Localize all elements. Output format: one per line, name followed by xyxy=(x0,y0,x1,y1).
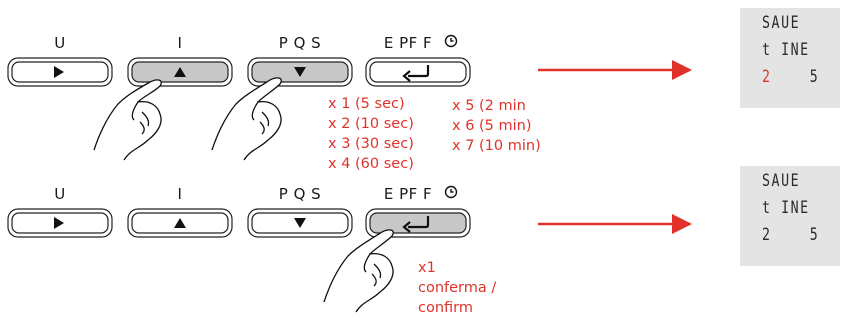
hand-icon xyxy=(211,77,282,161)
display-line-2: t INE xyxy=(762,198,810,218)
repeat-note-right: x 5 (2 min x 6 (5 min) x 7 (10 min) xyxy=(452,98,541,154)
display-line-3: 2 5 xyxy=(762,225,819,245)
play-icon xyxy=(54,66,64,78)
display-line-2: t INE xyxy=(762,40,810,60)
key-label-u: U xyxy=(54,185,66,203)
row1-key-up[interactable] xyxy=(127,57,233,87)
up-arrow-icon xyxy=(174,67,186,77)
hand-icon xyxy=(323,229,394,313)
display-line-1: SAUE xyxy=(762,13,801,33)
row2-key-u[interactable] xyxy=(7,208,113,238)
return-icon xyxy=(402,216,430,233)
display-value-right: 5 xyxy=(809,225,820,245)
row1-key-u[interactable] xyxy=(7,57,113,87)
row2-key-up[interactable] xyxy=(127,208,233,238)
display-value-right: 5 xyxy=(809,67,820,87)
hand-icon xyxy=(93,79,162,161)
lcd-display: SAUE t INE 2 5 xyxy=(740,8,840,108)
clock-icon xyxy=(444,34,458,48)
display-value-left: 2 xyxy=(762,225,772,245)
display-line-3: 2 5 xyxy=(762,67,819,87)
key-label-i: I xyxy=(177,185,183,203)
play-icon xyxy=(54,217,64,229)
repeat-note-left: x 1 (5 sec) x 2 (10 sec) x 3 (30 sec) x … xyxy=(328,96,414,172)
row1-key-enter[interactable] xyxy=(365,57,471,87)
down-arrow-icon xyxy=(294,218,306,228)
key-label-epff: E PF F xyxy=(383,34,433,52)
return-icon xyxy=(402,65,430,82)
display-value-left: 2 xyxy=(762,67,772,87)
key-label-i: I xyxy=(177,34,183,52)
key-label-u: U xyxy=(54,34,66,52)
lcd-display: SAUE t INE 2 5 xyxy=(740,166,840,266)
row1-key-down[interactable] xyxy=(247,57,353,87)
key-label-pqs: P Q S xyxy=(278,185,322,203)
row2-key-down[interactable] xyxy=(247,208,353,238)
clock-icon xyxy=(444,185,458,199)
key-label-epff: E PF F xyxy=(383,185,433,203)
down-arrow-icon xyxy=(294,67,306,77)
up-arrow-icon xyxy=(174,218,186,228)
confirm-note: x1 conferma / confirm xyxy=(418,260,497,316)
display-line-1: SAUE xyxy=(762,171,801,191)
key-label-pqs: P Q S xyxy=(278,34,322,52)
